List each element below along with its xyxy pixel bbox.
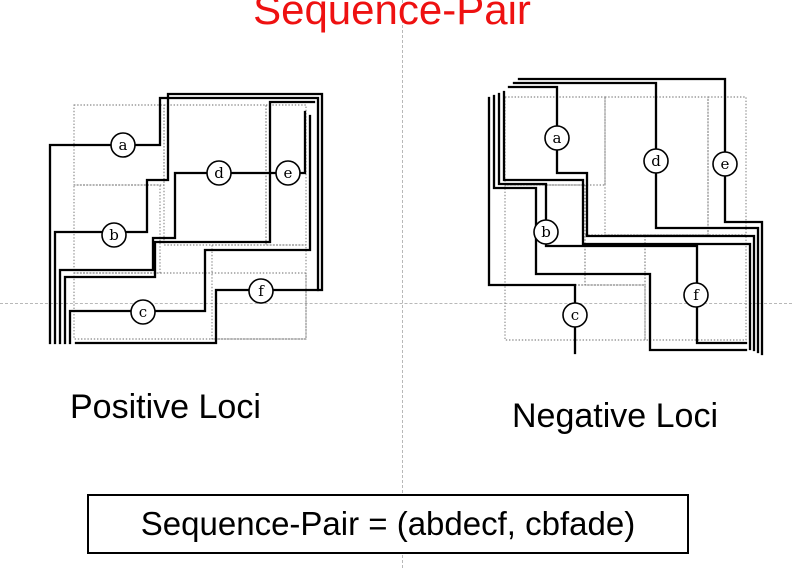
svg-text:c: c	[571, 306, 579, 324]
positive-loci-diagram: a b c d e f	[48, 92, 324, 345]
svg-text:b: b	[541, 223, 551, 241]
module-a-node: a	[110, 132, 136, 158]
module-d-node: d	[206, 160, 232, 186]
sequence-pair-formula: Sequence-Pair = (abdecf, cbfade)	[140, 505, 636, 542]
module-e-node: e	[275, 160, 301, 186]
svg-text:e: e	[284, 164, 293, 182]
module-e-node: e	[712, 151, 738, 177]
svg-text:f: f	[258, 282, 265, 300]
negative-locus-lines	[487, 77, 764, 356]
svg-text:f: f	[693, 286, 700, 304]
page-title: Sequence-Pair	[253, 0, 531, 33]
negative-module-grid	[504, 96, 747, 341]
module-a-node: a	[544, 125, 570, 151]
vertical-guide-line	[402, 0, 403, 568]
module-c-node: c	[562, 302, 588, 328]
svg-text:a: a	[553, 129, 562, 147]
positive-loci-caption: Positive Loci	[70, 388, 261, 426]
svg-text:b: b	[109, 226, 119, 244]
sequence-pair-formula-box: Sequence-Pair = (abdecf, cbfade)	[87, 494, 689, 554]
negative-loci-diagram: a b c d e f	[487, 77, 764, 356]
negative-loci-caption: Negative Loci	[512, 397, 719, 435]
module-f-node: f	[683, 282, 709, 308]
module-d-node: d	[643, 148, 669, 174]
module-f-node: f	[248, 278, 274, 304]
svg-text:d: d	[651, 152, 661, 170]
horizontal-guide-line	[0, 303, 792, 304]
svg-text:a: a	[119, 136, 128, 154]
svg-text:c: c	[139, 303, 147, 321]
svg-text:d: d	[214, 164, 224, 182]
module-c-node: c	[130, 299, 156, 325]
module-b-node: b	[533, 219, 559, 245]
svg-text:e: e	[721, 155, 730, 173]
positive-module-grid	[73, 104, 307, 340]
module-b-node: b	[101, 222, 127, 248]
